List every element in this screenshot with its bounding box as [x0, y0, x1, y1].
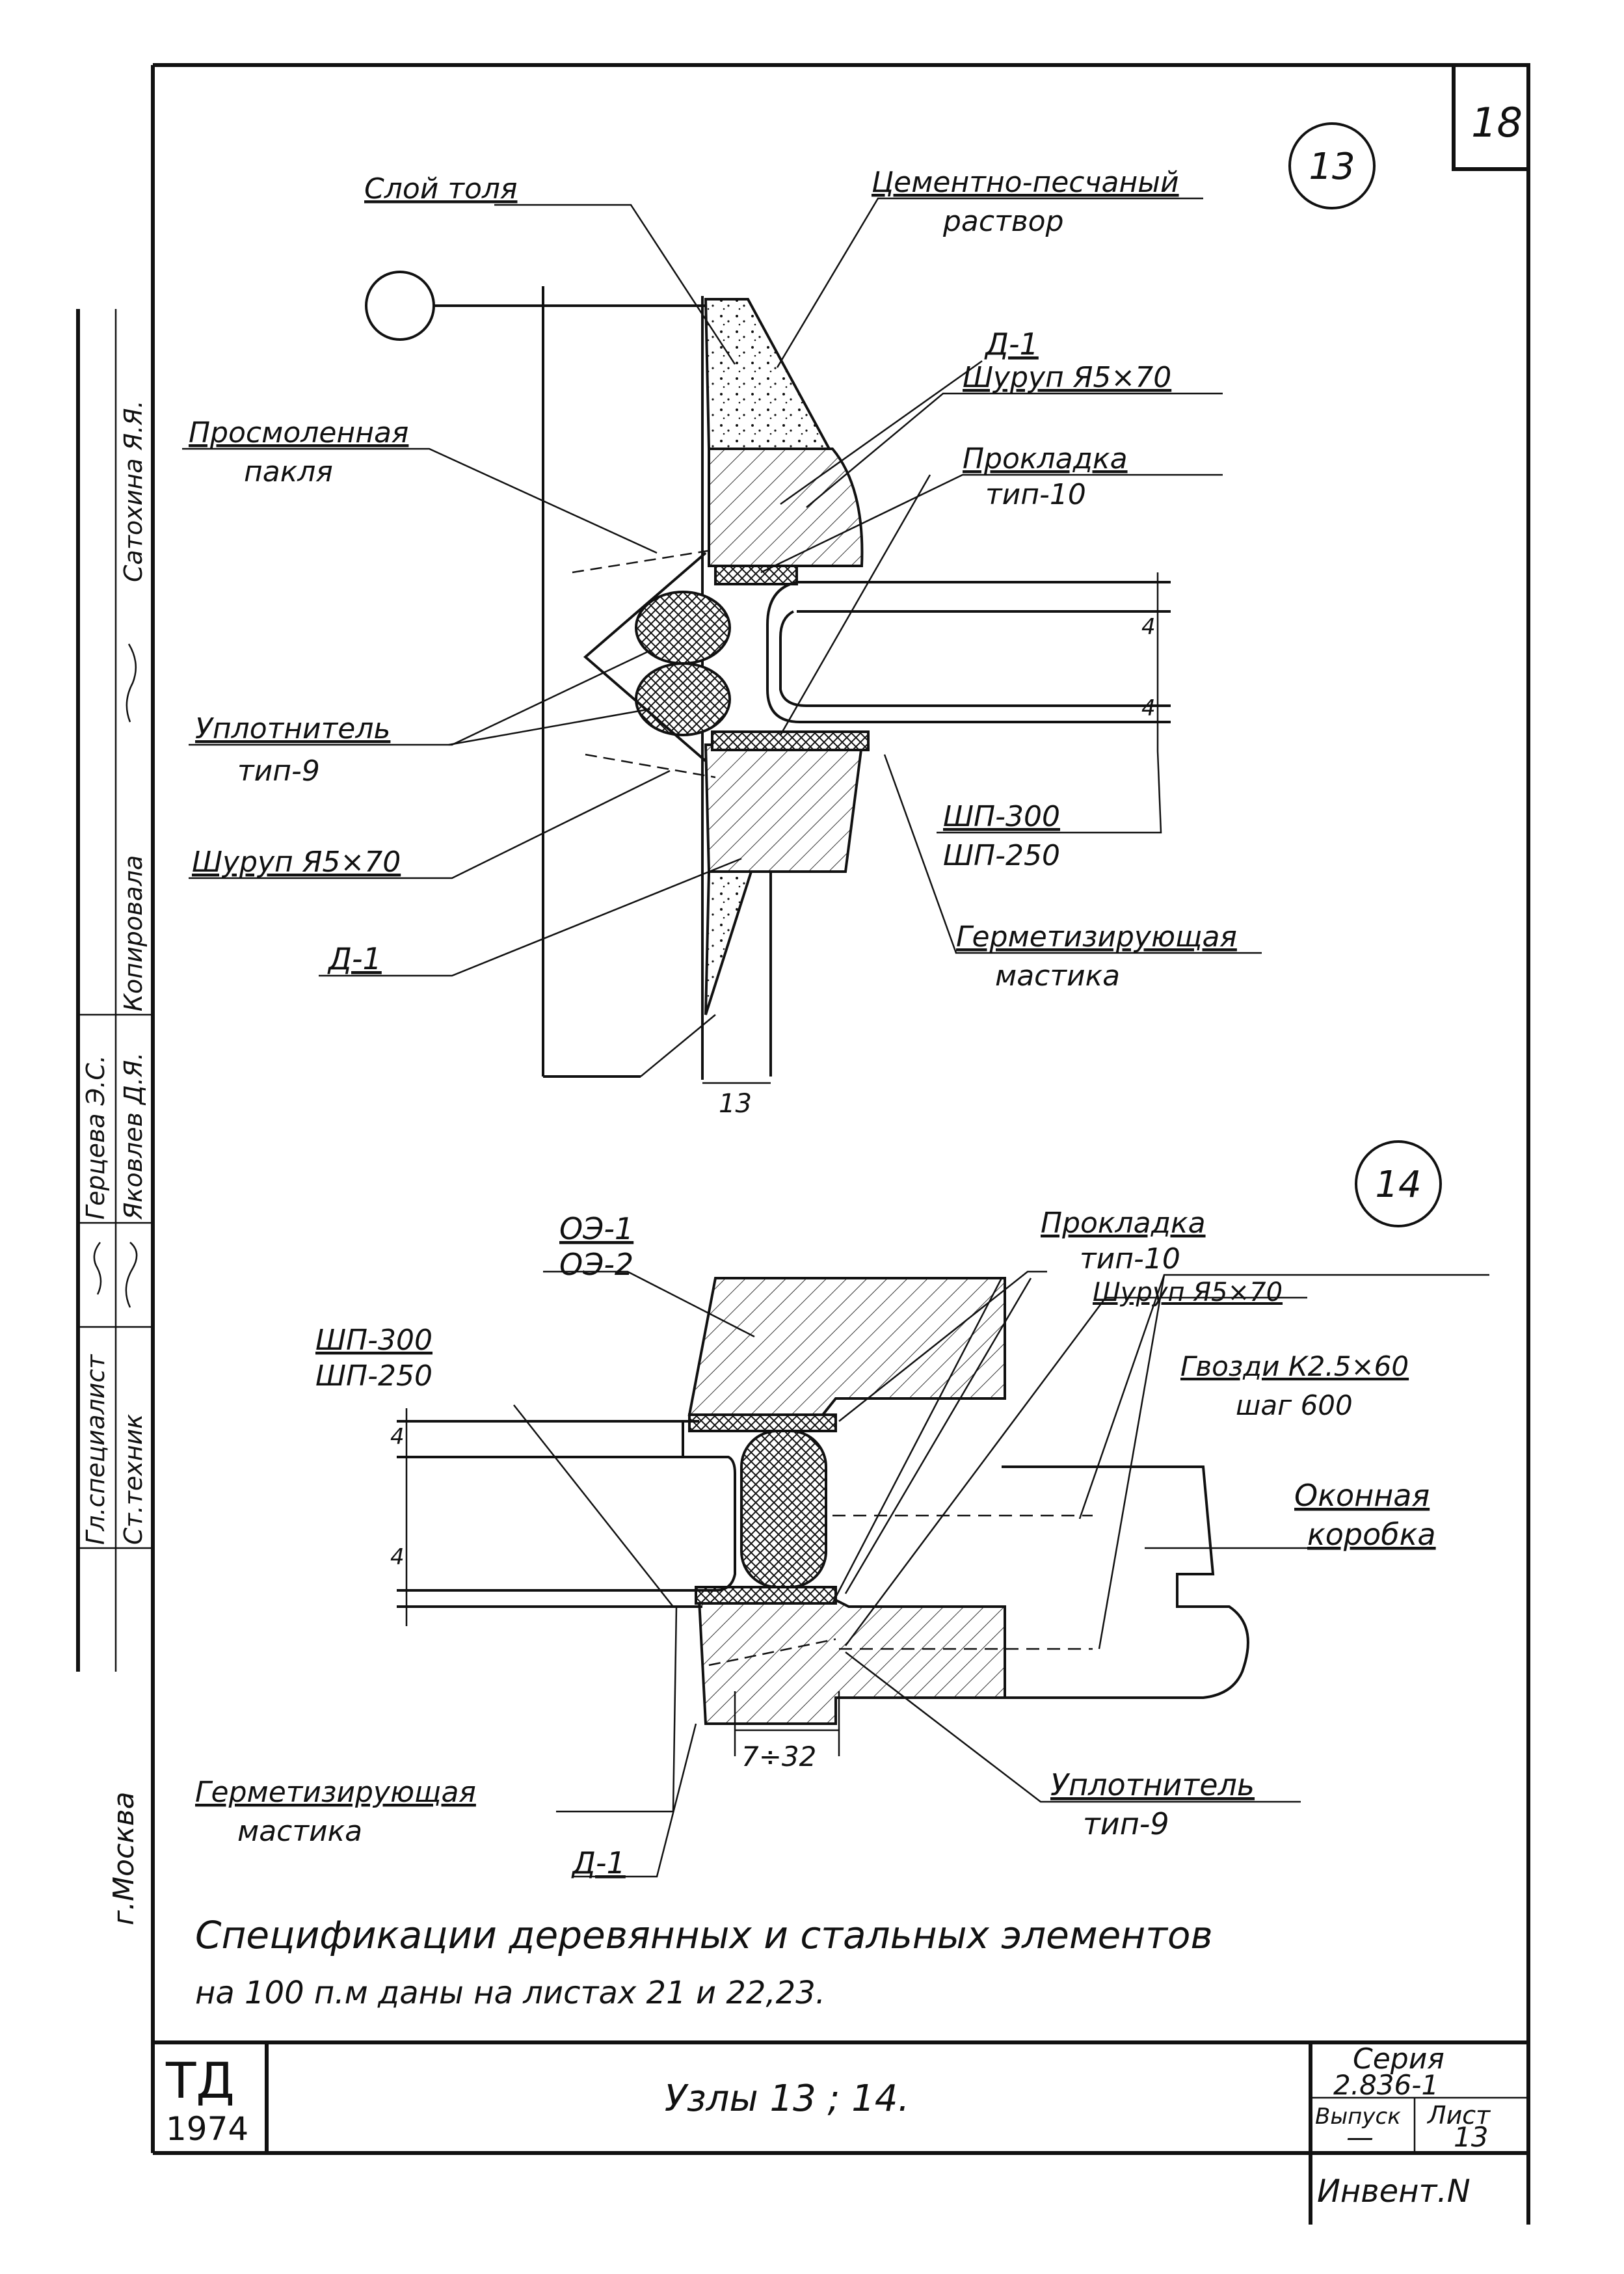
n13-d1-top: Д-1	[984, 327, 1039, 362]
n14-gasket-1: Прокладка	[1041, 1207, 1206, 1240]
node14-marker	[1355, 1140, 1442, 1227]
tb-org: ТД	[165, 2052, 235, 2109]
tb-issue-value: —	[1346, 2121, 1374, 2153]
n13-tow-1: Просмоленная	[189, 416, 408, 449]
n13-mastic-1: Герметизирующая	[956, 920, 1237, 954]
n13-dim-t1: 4	[1141, 614, 1156, 640]
n13-mastic-2: мастика	[995, 959, 1120, 993]
tb-sheet-value: 13	[1454, 2121, 1488, 2153]
tb-year: 1974	[166, 2110, 248, 2148]
stamp-name-2: Яковлев Д.Я.	[119, 1052, 148, 1220]
n14-dim-t1: 4	[390, 1424, 405, 1450]
n13-d1-bottom: Д-1	[327, 941, 382, 976]
n14-seal-1: Уплотнитель	[1050, 1767, 1255, 1802]
n13-shp-2: ШП-250	[943, 839, 1060, 872]
n13-screw-top: Шуруп Я5×70	[963, 361, 1171, 394]
node13-marker	[1288, 122, 1376, 209]
n13-dim-t2: 4	[1141, 695, 1156, 721]
tb-series-label: Серия	[1353, 2042, 1444, 2076]
n14-screw: Шуруп Я5×70	[1093, 1277, 1283, 1307]
n13-dim-width: 13	[719, 1089, 752, 1119]
n14-window-2: коробка	[1307, 1517, 1436, 1552]
stamp-city: г.Москва	[107, 1791, 140, 1925]
tb-issue-label: Выпуск	[1315, 2104, 1401, 2130]
n13-mortar-1: Цементно-песчаный	[872, 166, 1179, 199]
n14-nails-2: шаг 600	[1236, 1389, 1353, 1421]
tb-inventory-label: Инвент.N	[1317, 2173, 1471, 2210]
n14-shp-2: ШП-250	[315, 1359, 433, 1393]
n13-gasket-1: Прокладка	[963, 442, 1128, 475]
node13-drawing	[182, 197, 1262, 1084]
n14-shp-1: ШП-300	[315, 1324, 433, 1357]
tb-series-value: 2.836-1	[1333, 2069, 1439, 2101]
node14-drawing	[397, 1270, 1489, 1878]
stamp-name-1: Герцева Э.С.	[81, 1055, 110, 1220]
n14-d1: Д-1	[571, 1845, 626, 1880]
n14-oe-1: ОЭ-1	[559, 1211, 633, 1246]
node14-marker-label: 14	[1375, 1164, 1421, 1206]
n13-gasket-2: тип-10	[985, 478, 1086, 511]
n14-nails-1: Гвозди К2.5×60	[1180, 1350, 1409, 1382]
side-stamp	[76, 309, 153, 1672]
stamp-signature-2: Сатохина Я.Я.	[119, 400, 148, 582]
n14-dim-t2: 4	[390, 1544, 405, 1570]
n14-gasket-2: тип-10	[1080, 1242, 1180, 1276]
stamp-handwriting	[93, 643, 138, 1308]
tb-sheet-label: Лист	[1426, 2101, 1491, 2130]
n14-seal-2: тип-9	[1083, 1806, 1169, 1841]
n14-oe-2: ОЭ-2	[559, 1247, 633, 1282]
stamp-signature-1: Копировала	[119, 855, 148, 1011]
n14-mastic-1: Герметизирующая	[195, 1776, 476, 1809]
note-line-2: на 100 п.м даны на листах 21 и 22,23.	[195, 1975, 825, 2011]
n13-seal-1: Уплотнитель	[195, 712, 390, 745]
n14-mastic-2: мастика	[237, 1815, 362, 1848]
title-block	[153, 2040, 1530, 2225]
n13-mortar-2: раствор	[942, 205, 1064, 238]
n14-window-1: Оконная	[1294, 1478, 1430, 1513]
tb-title: Узлы 13 ; 14.	[665, 2078, 910, 2120]
node13-marker-label: 13	[1309, 146, 1355, 188]
stamp-role-1: Гл.специалист	[81, 1354, 110, 1545]
n13-screw-bottom: Шуруп Я5×70	[192, 846, 401, 879]
n13-tol-layer: Слой толя	[364, 172, 518, 206]
n13-seal-2: тип-9	[237, 755, 320, 788]
sheet-number: 18	[1471, 99, 1523, 146]
stamp-role-2: Ст.техник	[119, 1414, 148, 1545]
sheet-frame	[151, 63, 1530, 2153]
n13-shp-1: ШП-300	[943, 800, 1060, 833]
n13-tow-2: пакля	[244, 455, 333, 488]
n14-dim-width: 7÷32	[741, 1741, 816, 1772]
note-line-1: Спецификации деревянных и стальных элеме…	[195, 1913, 1213, 1957]
